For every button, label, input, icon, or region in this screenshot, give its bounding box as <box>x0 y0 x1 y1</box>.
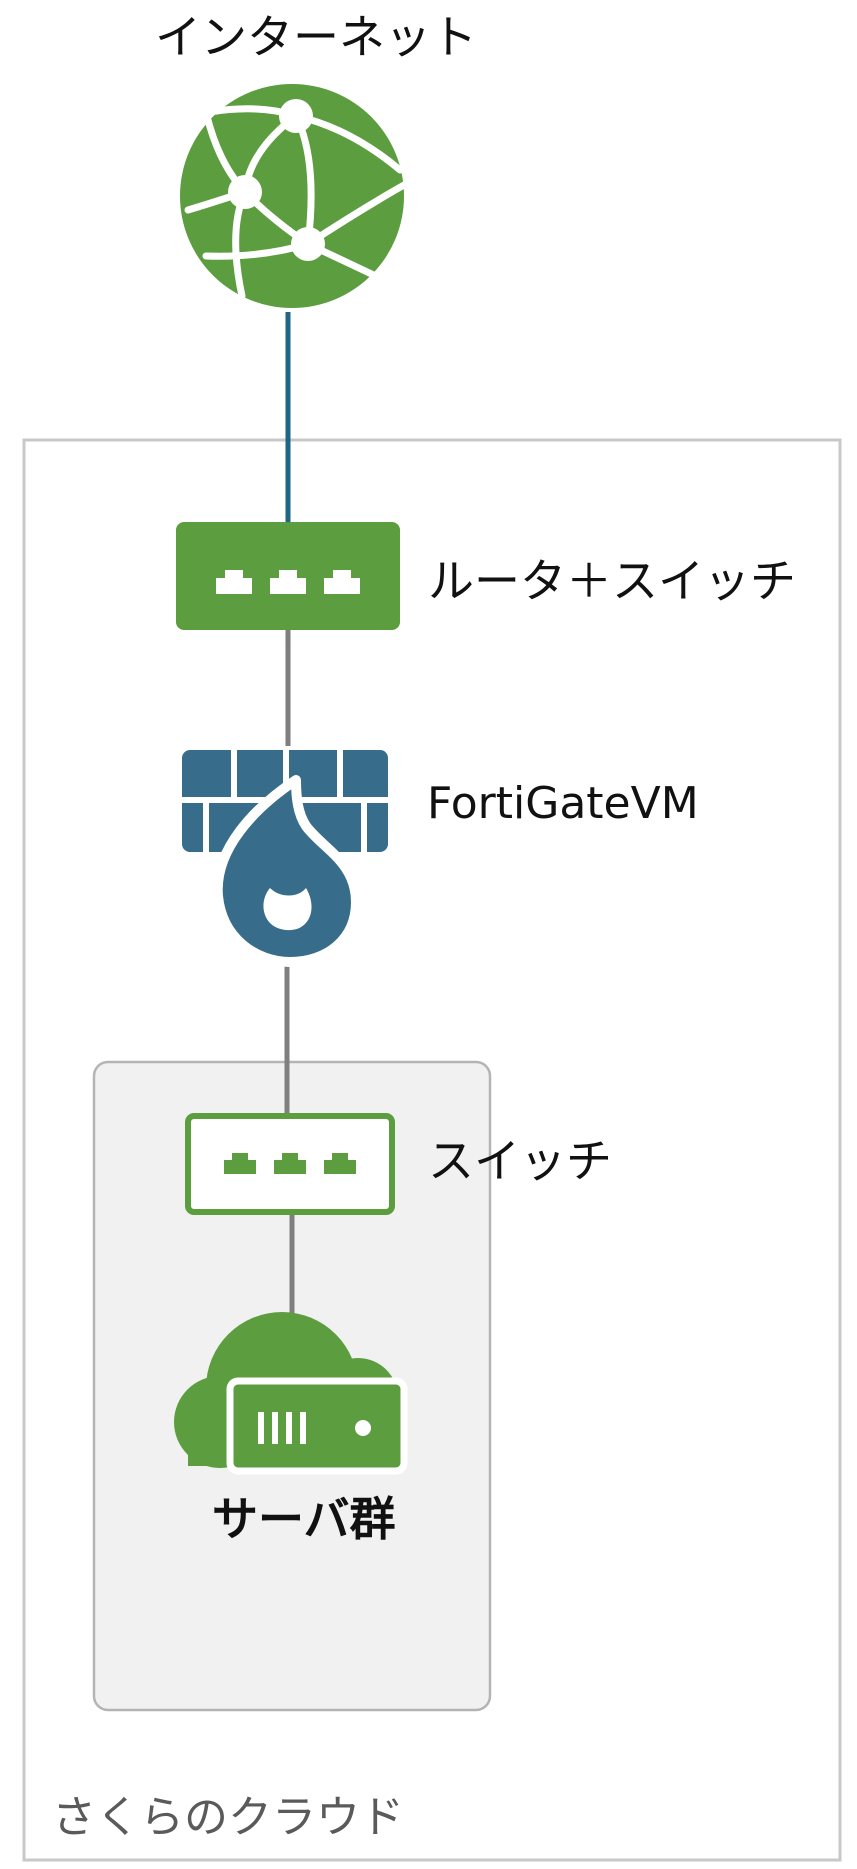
router-switch-label: ルータ＋スイッチ <box>428 554 796 608</box>
internet-label: インターネット <box>155 10 477 64</box>
switch-icon <box>185 1113 395 1215</box>
server-group-label: サーバ群 <box>212 1492 396 1546</box>
switch-label: スイッチ <box>428 1134 612 1188</box>
cloud-server-icon <box>174 1312 408 1475</box>
globe-network-icon <box>180 84 408 308</box>
firewall-icon <box>182 750 388 967</box>
sakura-cloud-label: さくらのクラウド <box>52 1792 404 1843</box>
fortigate-label: FortiGateVM <box>427 778 699 829</box>
router-switch-icon <box>176 522 400 630</box>
